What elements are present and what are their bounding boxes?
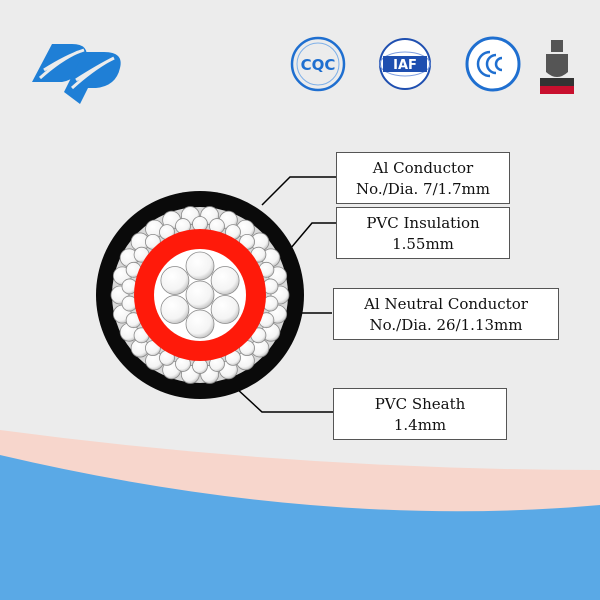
conductor-strand — [210, 295, 240, 324]
dp-logo — [32, 44, 121, 104]
blue-wave — [0, 455, 600, 600]
cqc-text: CQC — [301, 56, 336, 74]
iaf-text: IAF — [393, 58, 417, 73]
conductor-strand — [160, 295, 190, 324]
callout-al-neutral-conductor: Al Neutral Conductor No./Dia. 26/1.13mm — [333, 288, 559, 340]
callout-al-neutral-conductor-title: Al Neutral Conductor — [364, 295, 528, 313]
ccc-logo — [465, 36, 521, 92]
callout-pvc-sheath-spec: 1.4mm — [393, 416, 447, 434]
callout-pvc-sheath: PVC Sheath 1.4mm — [333, 388, 507, 440]
callout-pvc-sheath-title: PVC Sheath — [374, 395, 466, 413]
callout-pvc-insulation-spec: 1.55mm — [392, 235, 454, 253]
callout-al-neutral-conductor-spec: No./Dia. 26/1.13mm — [369, 316, 523, 334]
conductor-strand — [210, 266, 240, 295]
callout-al-conductor-title: Al Conductor — [372, 159, 474, 177]
neutral-strands — [110, 206, 290, 384]
bureau-veritas-logo — [540, 40, 574, 94]
leader-line-sheath — [235, 387, 336, 413]
callout-al-conductor-spec: No./Dia. 7/1.7mm — [356, 180, 490, 198]
iaf-logo: IAF — [379, 38, 431, 90]
conductor-strand — [185, 251, 215, 281]
conductor-strand — [185, 309, 215, 339]
callout-pvc-insulation-title: PVC Insulation — [366, 214, 480, 232]
callout-pvc-insulation: PVC Insulation 1.55mm — [336, 207, 510, 259]
conductor-strands — [160, 251, 240, 339]
cqc-logo: CQC — [290, 36, 346, 92]
callout-al-conductor: Al Conductor No./Dia. 7/1.7mm — [336, 152, 510, 204]
conductor-strand — [160, 266, 190, 295]
leader-line-conductor — [261, 176, 340, 206]
conductor-strand — [185, 280, 215, 310]
